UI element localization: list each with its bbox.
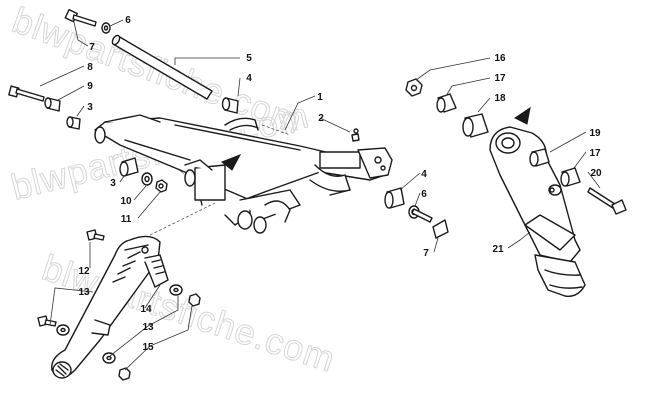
- callout-10: 10: [120, 196, 132, 207]
- bushing-3-upper: [66, 116, 81, 130]
- callout-9: 9: [87, 81, 93, 92]
- callout-13-upper: 13: [78, 287, 90, 298]
- washer-13-upper: [169, 284, 183, 296]
- washer-10: [141, 172, 153, 186]
- swing-arm-1: [94, 114, 393, 234]
- bolt-20: [587, 187, 627, 215]
- callout-1: 1: [317, 92, 323, 103]
- callout-19: 19: [589, 128, 601, 139]
- callout-labels: 1 2 3 3 4 4 5 6 6 7 7 8 9 10 11 12 13 13…: [78, 15, 602, 353]
- spacer-18: [462, 113, 489, 138]
- callout-15: 15: [142, 342, 154, 353]
- arrow-marker-arm: [221, 154, 242, 171]
- callout-7-top: 7: [89, 42, 95, 53]
- callout-13-lower: 13: [142, 322, 154, 333]
- bushing-4-lower: [384, 187, 405, 209]
- bolt-12: [86, 229, 105, 241]
- callout-17-lower: 17: [589, 148, 601, 159]
- washer-17-lower: [560, 167, 581, 187]
- callout-5: 5: [246, 53, 252, 64]
- bolt-7-top: [64, 8, 97, 27]
- callout-14: 14: [140, 304, 152, 315]
- bolt-7-lower: [411, 208, 449, 239]
- bushing-3-lower: [119, 157, 139, 177]
- washer-15: [102, 352, 116, 364]
- callout-6-top: 6: [125, 15, 131, 26]
- callout-8: 8: [87, 62, 93, 73]
- bushing-4-top: [221, 97, 239, 114]
- callout-3-upper: 3: [87, 102, 93, 113]
- callout-2: 2: [318, 113, 324, 124]
- leader-lines: [39, 19, 601, 371]
- washer-17-top: [436, 93, 457, 113]
- callout-4-upper: 4: [246, 73, 252, 84]
- bushing-19: [529, 148, 550, 167]
- callout-4-lower: 4: [421, 169, 427, 180]
- bolt-8: [8, 85, 45, 102]
- nut-11: [155, 179, 168, 193]
- callout-12: 12: [78, 266, 90, 277]
- nut-upper-right: [188, 293, 201, 307]
- strap-assembly: [51, 235, 169, 379]
- washer-13-lower: [56, 324, 70, 336]
- spacer-9: [44, 97, 61, 112]
- nut-16: [405, 78, 423, 97]
- shock-absorber-21: [489, 126, 586, 297]
- arrow-marker-shock: [514, 106, 531, 125]
- callout-3-lower: 3: [110, 178, 116, 189]
- callout-18: 18: [494, 93, 506, 104]
- callout-16: 16: [494, 53, 506, 64]
- callout-17-top: 17: [494, 73, 506, 84]
- callout-6-lower: 6: [421, 189, 427, 200]
- washer-6-top: [101, 22, 111, 34]
- grease-fitting-2: [351, 128, 360, 142]
- nut-bottom: [118, 367, 131, 381]
- callout-20: 20: [590, 168, 602, 179]
- bolt-lower-left: [37, 315, 57, 327]
- callout-7-lower: 7: [423, 248, 429, 259]
- callout-21: 21: [492, 244, 504, 255]
- alignment-line: [149, 202, 216, 236]
- callout-11: 11: [121, 214, 132, 225]
- shaft-5: [111, 34, 213, 100]
